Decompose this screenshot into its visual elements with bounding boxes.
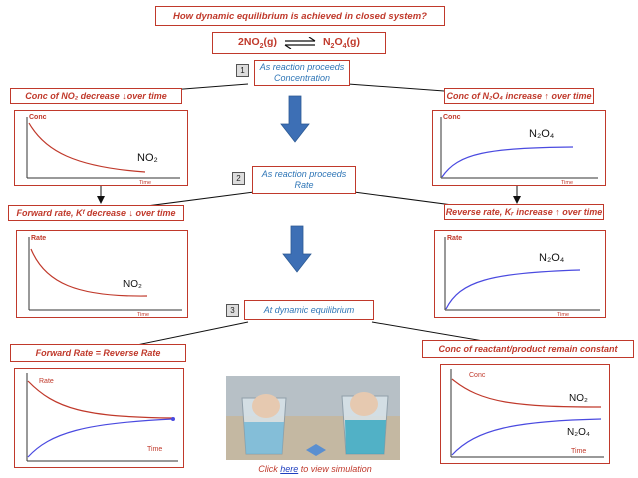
- time-axis-label: Time: [571, 448, 586, 455]
- equilibrium-arrows-icon: [284, 37, 316, 49]
- graph-constant-conc-svg: Conc Time NO₂ N₂O₄: [450, 369, 604, 458]
- graph-reverse-rate-svg: Rate Time N₂O₄: [444, 235, 600, 318]
- equal-rate-label: Forward Rate = Reverse Rate: [10, 344, 186, 362]
- no2-decay-curve: [28, 122, 146, 173]
- step-number-3: 3: [226, 304, 239, 317]
- rate-axis-label: Rate: [447, 235, 462, 242]
- no2-curve-label: NO₂: [137, 152, 158, 164]
- play-indicator-icon: [306, 444, 326, 456]
- graph-constant-conc: Conc Time NO₂ N₂O₄: [440, 364, 610, 464]
- no2-conc-curve: [451, 378, 602, 408]
- reverse-rate-curve: [27, 418, 174, 458]
- graph-conc-no2-svg: Conc Time NO₂: [26, 114, 180, 186]
- step-number-1: 1: [236, 64, 249, 77]
- forward-rate-label: Forward rate, Kᶠ decrease ↓ over time: [8, 205, 184, 221]
- time-axis-label: Time: [137, 312, 149, 316]
- conc-axis-label: Conc: [443, 114, 461, 121]
- equation-product: N2O4(g): [322, 35, 360, 51]
- rate-axis-label: Rate: [31, 235, 46, 242]
- page-title: How dynamic equilibrium is achieved in c…: [155, 6, 445, 26]
- graph-forward-rate: Rate Time NO₂: [16, 230, 188, 318]
- step-2-box: As reaction proceeds Rate: [252, 166, 356, 194]
- equation-reactant: 2NO2(g): [238, 35, 277, 51]
- reverse-rate-label: Reverse rate, Kᵣ increase ↑ over time: [444, 204, 604, 220]
- step-3-box: At dynamic equilibrium: [244, 300, 374, 320]
- conc-axis-label: Conc: [469, 372, 486, 379]
- graph-conc-n2o4-svg: Conc Time N₂O₄: [440, 114, 598, 186]
- n2o4-curve-label: N₂O₄: [539, 252, 565, 264]
- beakers-illustration: [226, 376, 400, 460]
- n2o4-conc-curve: [451, 418, 602, 456]
- n2o4-curve-label: N₂O₄: [567, 427, 590, 438]
- step-1-box: As reaction proceeds Concentration: [254, 60, 350, 86]
- no2-curve-label: NO₂: [123, 279, 142, 290]
- constant-conc-label: Conc of reactant/product remain constant: [422, 340, 634, 358]
- conc-no2-label: Conc of NO₂ decrease ↓over time: [10, 88, 182, 104]
- graph-equal-rates: Rate Time: [14, 368, 184, 468]
- graph-equal-rates-svg: Rate Time: [26, 373, 178, 462]
- step-number-2: 2: [232, 172, 245, 185]
- n2o4-growth-curve: [441, 146, 574, 178]
- simulation-link[interactable]: here: [280, 464, 299, 474]
- graph-conc-no2: Conc Time NO₂: [14, 110, 188, 186]
- time-axis-label: Time: [139, 180, 151, 184]
- equation-box: 2NO2(g) N2O4(g): [212, 32, 386, 54]
- conc-n2o4-label: Conc of N₂O₄ increase ↑ over time: [444, 88, 594, 104]
- simulation-photo[interactable]: [226, 376, 400, 460]
- time-axis-label: Time: [147, 446, 162, 453]
- time-axis-label: Time: [561, 180, 573, 184]
- forward-rate-curve: [30, 248, 148, 297]
- simulation-link-text: Click here to view simulation: [258, 464, 372, 474]
- equilibrium-point: [171, 417, 175, 421]
- reverse-rate-curve: [445, 269, 581, 310]
- time-axis-label: Time: [557, 312, 569, 316]
- graph-forward-rate-svg: Rate Time NO₂: [28, 235, 182, 318]
- down-arrow-2: [282, 225, 312, 273]
- graph-conc-n2o4: Conc Time N₂O₄: [432, 110, 606, 186]
- down-arrow-1: [280, 95, 310, 143]
- graph-reverse-rate: Rate Time N₂O₄: [434, 230, 606, 318]
- rate-axis-label: Rate: [39, 378, 54, 385]
- n2o4-curve-label: N₂O₄: [529, 128, 555, 140]
- forward-rate-curve: [27, 380, 174, 419]
- conc-axis-label: Conc: [29, 114, 47, 121]
- no2-curve-label: NO₂: [569, 393, 588, 404]
